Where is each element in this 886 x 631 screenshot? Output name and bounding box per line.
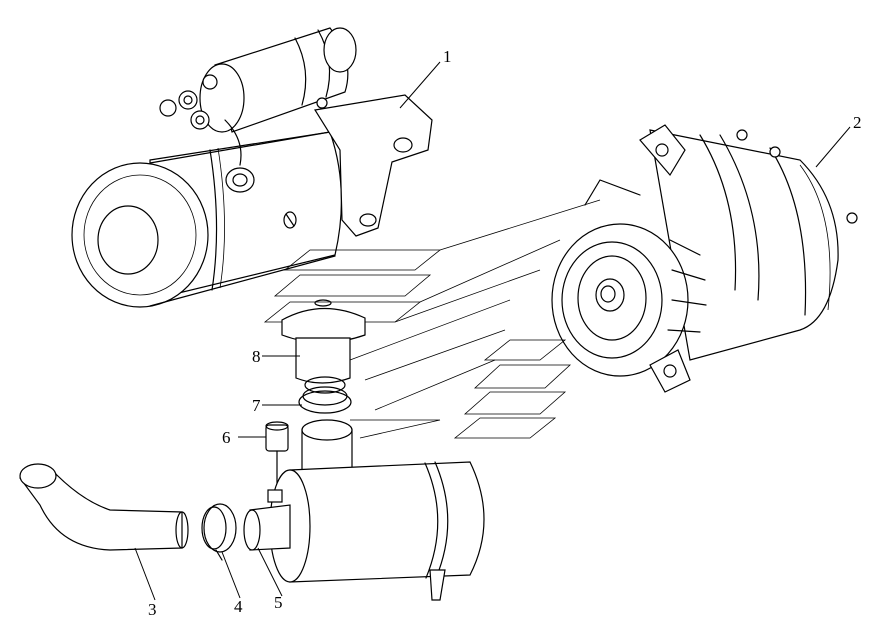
- intake-hose: [19, 463, 189, 551]
- callout-1: 1: [443, 47, 452, 66]
- hose-clamp-upper: [298, 376, 352, 414]
- air-filter-cap: [281, 299, 366, 384]
- decorative-bracket-outline: [263, 199, 601, 439]
- hose-clamp-lower: [201, 503, 237, 561]
- callout-3: 3: [148, 600, 157, 619]
- starter-motor: [71, 27, 433, 308]
- callout-2: 2: [853, 113, 862, 132]
- callout-7: 7: [252, 396, 261, 415]
- callout-4: 4: [234, 597, 243, 616]
- callout-5: 5: [274, 593, 283, 612]
- alternator: [551, 124, 858, 393]
- air-cleaner-housing: [243, 419, 485, 601]
- callout-6: 6: [222, 428, 231, 447]
- callout-labels: 1 2 3 4 5 6 7 8: [148, 47, 862, 619]
- callout-8: 8: [252, 347, 261, 366]
- service-indicator: [265, 421, 289, 491]
- leader-lines: [134, 61, 851, 601]
